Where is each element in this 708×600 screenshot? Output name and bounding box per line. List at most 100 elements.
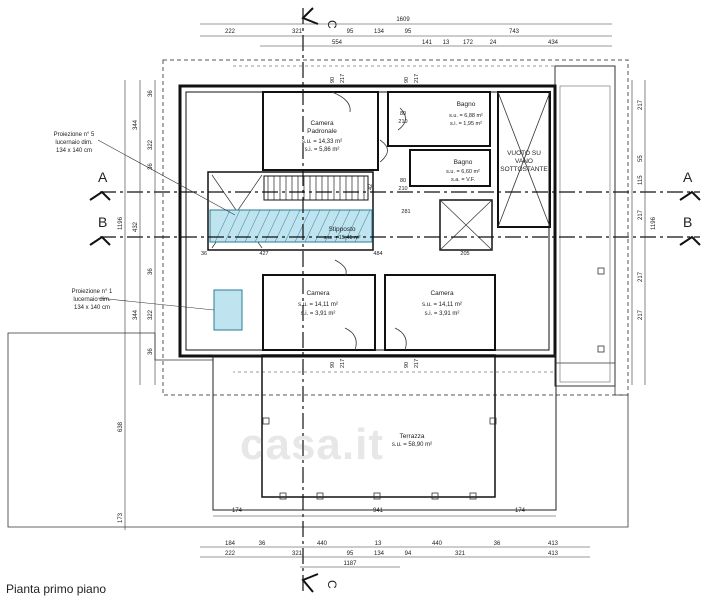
dim-terr-174a: 174 xyxy=(232,508,243,514)
dim-top-95a: 95 xyxy=(347,29,354,35)
terrace-inner xyxy=(261,354,496,498)
dim-inner-217c: 217 xyxy=(340,359,346,368)
dim-inner-281: 281 xyxy=(401,209,410,215)
section-arrow-b-left xyxy=(89,235,111,246)
dim-bot-321b: 321 xyxy=(455,551,466,557)
room-camera-padronale xyxy=(262,91,379,171)
dim-top-434: 434 xyxy=(548,40,559,46)
void-diag-2 xyxy=(497,91,551,228)
void-area xyxy=(497,91,551,228)
dim-inner-90d: 90 xyxy=(404,362,410,368)
shaft-right xyxy=(439,199,493,251)
dim-lines-right xyxy=(631,80,646,385)
dim-right-55: 55 xyxy=(638,155,644,162)
note-proiezione-1-l3: 134 x 140 cm xyxy=(74,305,110,311)
section-label-b-right: B xyxy=(683,214,692,230)
dim-inner-210b: 210 xyxy=(398,186,407,192)
dim-top-total: 1609 xyxy=(396,17,410,23)
note-proiezione-1-l2: lucernaio dim. xyxy=(73,297,111,303)
stair-treads xyxy=(267,176,365,200)
section-arrow-a-left xyxy=(89,190,111,201)
dim-left-322b: 322 xyxy=(148,309,154,320)
section-arrow-b-right xyxy=(679,235,701,246)
right-portico xyxy=(554,65,616,387)
dim-bot-440b: 440 xyxy=(432,541,443,547)
leader-proiezione-1 xyxy=(97,297,215,311)
camera-padronale-su: s.u. = 14,33 m² xyxy=(302,139,342,145)
section-label-b-left: B xyxy=(98,214,107,230)
camera-padronale-si: s.i. = 5,86 m² xyxy=(305,147,340,153)
terrazza-name: Terrazza xyxy=(400,433,425,440)
camera-2-si: s.i. = 3,91 m² xyxy=(425,311,460,317)
vuoto-name-2: VANO xyxy=(515,158,533,165)
dim-inner-90b: 90 xyxy=(404,77,410,83)
door-swing-5 xyxy=(394,327,407,351)
dim-bot-total: 1187 xyxy=(344,561,358,567)
stair-rail xyxy=(263,175,369,201)
dim-right-217a: 217 xyxy=(638,99,644,110)
dim-top-95b: 95 xyxy=(405,29,412,35)
bagno-1-name: Bagno xyxy=(457,101,476,108)
dim-top-13: 13 xyxy=(443,40,450,46)
vuoto-name-3: SOTTOSTANTE xyxy=(500,166,548,173)
skylight-1 xyxy=(213,289,243,331)
room-camera-1 xyxy=(262,274,376,351)
camera-1-name: Camera xyxy=(306,290,330,297)
dim-inner-210a: 210 xyxy=(398,119,407,125)
dim-inner-80b: 80 xyxy=(400,178,406,184)
dim-terr-174b: 174 xyxy=(515,508,526,514)
right-inner xyxy=(559,85,611,383)
dim-left-344b: 344 xyxy=(133,309,139,320)
dim-bot-184: 184 xyxy=(225,541,236,547)
dim-left-36b: 36 xyxy=(148,163,154,170)
stipposto-name: Stipposto xyxy=(328,226,355,233)
terrace-posts xyxy=(262,267,605,500)
dim-inner-90c: 90 xyxy=(330,362,336,368)
dim-left-36d: 36 xyxy=(148,348,154,355)
dim-right-217b: 217 xyxy=(638,209,644,220)
dim-left-432: 432 xyxy=(133,221,139,232)
dim-bot-36b: 36 xyxy=(494,541,501,547)
section-label-a-left: A xyxy=(98,169,108,185)
terrazza-su: s.u. = 58,90 m² xyxy=(392,442,432,448)
dim-inner-217a: 217 xyxy=(340,74,346,83)
room-bagno-1 xyxy=(387,91,491,147)
dim-inner-217d: 217 xyxy=(414,359,420,368)
bagno-2-sa: s.a. = V.F. xyxy=(451,177,476,183)
dim-inner-36: 36 xyxy=(201,251,207,257)
note-proiezione-1-l1: Proiezione n° 1 xyxy=(72,289,113,295)
dim-bot-13: 13 xyxy=(375,541,382,547)
room-camera-2 xyxy=(384,274,496,351)
dim-terr-941: 941 xyxy=(373,508,384,514)
camera-1-si: s.i. = 3,91 m² xyxy=(301,311,336,317)
dim-top-134: 134 xyxy=(374,29,385,35)
camera-2-name: Camera xyxy=(430,290,454,297)
dim-top-743: 743 xyxy=(509,29,520,35)
shaft-diag-2 xyxy=(439,199,493,251)
vuoto-name-1: VUOTO SU xyxy=(507,150,541,157)
dim-right-217c: 217 xyxy=(638,271,644,282)
dim-left-638: 638 xyxy=(118,421,124,432)
stipposto-su: s.u. = 15,41 m² xyxy=(324,235,361,241)
dim-bot-413b: 413 xyxy=(548,551,559,557)
room-bagno-2 xyxy=(409,149,491,187)
dim-inner-427: 427 xyxy=(259,251,268,257)
dim-left-344a: 344 xyxy=(133,119,139,130)
dim-inner-90a: 90 xyxy=(330,77,336,83)
dim-lines-bottom xyxy=(200,515,590,568)
watermark: casa.it xyxy=(240,420,384,469)
dim-left-173: 173 xyxy=(118,512,124,523)
bagno-2-su: s.u. = 6,60 m² xyxy=(446,169,480,175)
bagno-1-su: s.u. = 6,88 m² xyxy=(449,113,483,119)
dim-bot-134: 134 xyxy=(374,551,385,557)
door-swing-2 xyxy=(397,107,406,131)
note-proiezione-5-l2: lucernaio dim. xyxy=(55,140,93,146)
dim-inner-80a: 80 xyxy=(400,111,406,117)
dim-bot-413a: 413 xyxy=(548,541,559,547)
dim-top-24: 24 xyxy=(490,40,497,46)
stair-area xyxy=(207,171,374,251)
leader-proiezione-5 xyxy=(97,139,236,216)
section-arrow-a-right xyxy=(679,190,701,201)
section-label-c-bottom: C xyxy=(325,580,339,589)
